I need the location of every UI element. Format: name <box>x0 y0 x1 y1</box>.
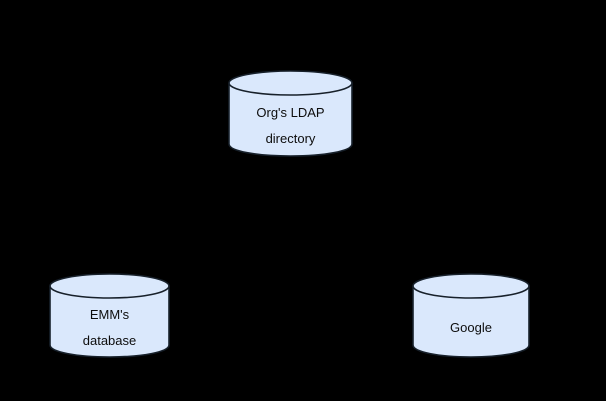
node-google[interactable]: Google <box>412 273 530 358</box>
database-cylinder-icon <box>49 273 170 358</box>
node-emm-database[interactable]: EMM's database <box>49 273 170 358</box>
database-cylinder-icon <box>412 273 530 358</box>
node-org-ldap-directory[interactable]: Org's LDAP directory <box>228 70 353 157</box>
database-cylinder-icon <box>228 70 353 157</box>
